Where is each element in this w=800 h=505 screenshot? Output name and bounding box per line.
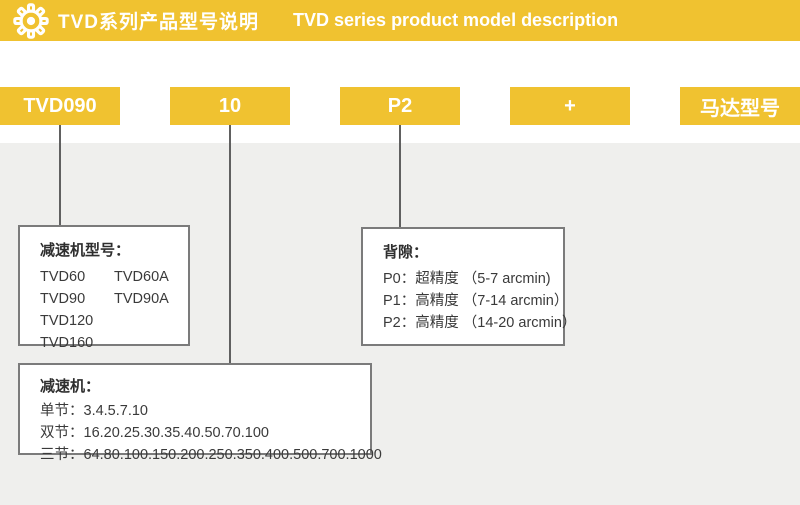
list-item: P2：高精度 （14-20 arcmin） bbox=[383, 315, 577, 331]
connector-line-backlash bbox=[399, 125, 401, 227]
callout-ratio: 减速机： 单节：3.4.5.7.10 双节：16.20.25.30.35.40.… bbox=[18, 363, 382, 463]
callout-title: 背隙： bbox=[383, 244, 429, 261]
connector-line-ratio bbox=[229, 125, 231, 363]
reducer-model-col2: TVD60A TVD90A bbox=[114, 266, 169, 354]
list-item: 单节：3.4.5.7.10 bbox=[40, 403, 148, 419]
connector-line-series bbox=[59, 125, 61, 225]
page-title-zh: TVD系列产品型号说明 bbox=[58, 12, 260, 33]
segment-series-size: TVD090 bbox=[0, 87, 120, 125]
list-item: TVD60 bbox=[40, 269, 86, 285]
model-code-row: TVD090 10 P2 + 马达型号 bbox=[0, 87, 800, 125]
segment-backlash: P2 bbox=[340, 87, 460, 125]
callout-title: 减速机型号： bbox=[40, 242, 131, 259]
list-item: TVD90 bbox=[40, 291, 86, 307]
callout-title: 减速机： bbox=[40, 378, 101, 395]
list-item: 双节：16.20.25.30.35.40.50.70.100 bbox=[40, 425, 269, 441]
page-title-en: TVD series product model description bbox=[293, 10, 619, 30]
reducer-model-col1: TVD60 TVD90 TVD120 TVD160 bbox=[40, 266, 114, 354]
list-item: TVD160 bbox=[40, 335, 94, 351]
list-item: P1：高精度 （7-14 arcmin） bbox=[383, 293, 569, 309]
list-item: TVD120 bbox=[40, 313, 94, 329]
segment-plus: + bbox=[510, 87, 630, 125]
callout-backlash: 背隙： P0：超精度 （5-7 arcmin) P1：高精度 （7-14 arc… bbox=[361, 227, 577, 346]
gear-icon bbox=[13, 2, 49, 39]
segment-ratio: 10 bbox=[170, 87, 290, 125]
reducer-model-list: TVD60 TVD90 TVD120 TVD160 TVD60A TVD90A bbox=[40, 266, 188, 354]
list-item: 三节：64.80.100.150.200.250.350.400.500.700… bbox=[40, 447, 382, 463]
segment-motor-model: 马达型号 bbox=[680, 87, 800, 125]
list-item: TVD90A bbox=[114, 291, 169, 307]
callout-reducer-model: 减速机型号： TVD60 TVD90 TVD120 TVD160 TVD60A … bbox=[18, 225, 190, 351]
list-item: P0：超精度 （5-7 arcmin) bbox=[383, 271, 551, 287]
list-item: TVD60A bbox=[114, 269, 169, 285]
header-bar: TVD系列产品型号说明 TVD series product model des… bbox=[0, 0, 800, 41]
